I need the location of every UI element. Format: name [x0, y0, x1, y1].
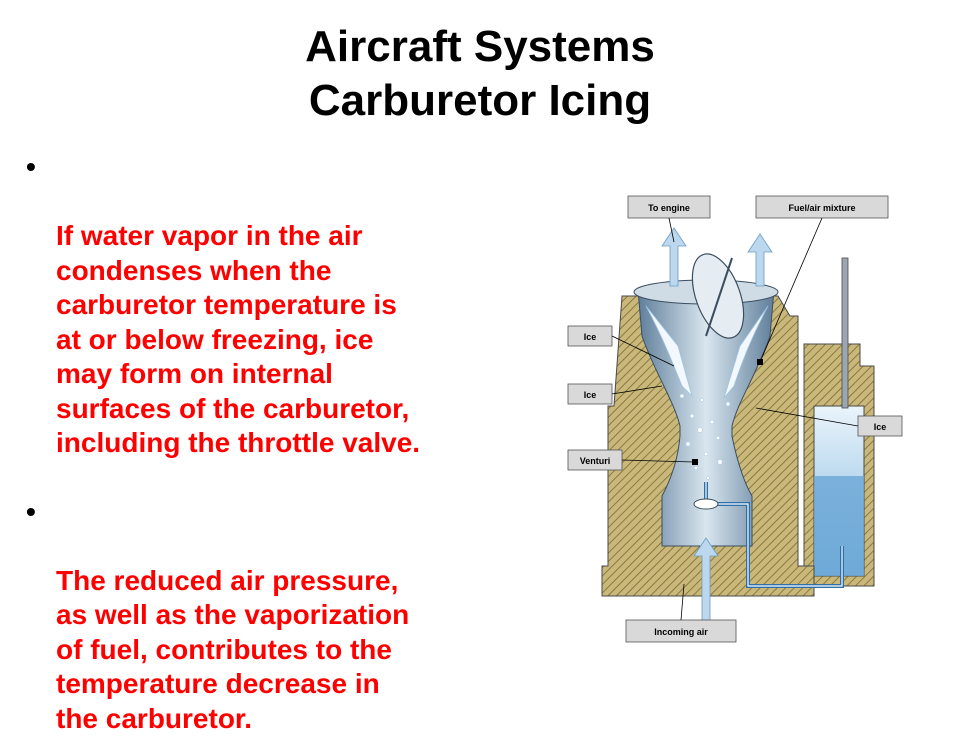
bullet-text: The reduced air pressure, as well as the… [56, 565, 409, 734]
float-rod [842, 258, 848, 408]
svg-text:Ice: Ice [874, 422, 887, 432]
bullet-dot-icon: • [26, 150, 36, 185]
bullet-list: • If water vapor in the air condenses wh… [26, 150, 546, 736]
venturi-ring [694, 499, 718, 509]
bullet-dot-icon: • [26, 495, 36, 530]
title-line-1: Aircraft Systems [0, 20, 960, 74]
bullet-item: • The reduced air pressure, as well as t… [26, 495, 546, 736]
carburetor-diagram: To engine Fuel/air mixture Ice Ice Ice V… [542, 186, 926, 652]
svg-text:Fuel/air mixture: Fuel/air mixture [788, 203, 855, 213]
svg-text:Venturi: Venturi [580, 456, 611, 466]
bullet-item: • If water vapor in the air condenses wh… [26, 150, 546, 461]
title-line-2: Carburetor Icing [0, 74, 960, 128]
bullet-text: If water vapor in the air condenses when… [56, 220, 420, 458]
fuel-bowl-level [814, 476, 864, 576]
svg-text:Ice: Ice [584, 332, 597, 342]
svg-text:Ice: Ice [584, 390, 597, 400]
svg-text:To engine: To engine [648, 203, 690, 213]
slide-title: Aircraft Systems Carburetor Icing [0, 20, 960, 128]
svg-text:Incoming air: Incoming air [654, 627, 708, 637]
